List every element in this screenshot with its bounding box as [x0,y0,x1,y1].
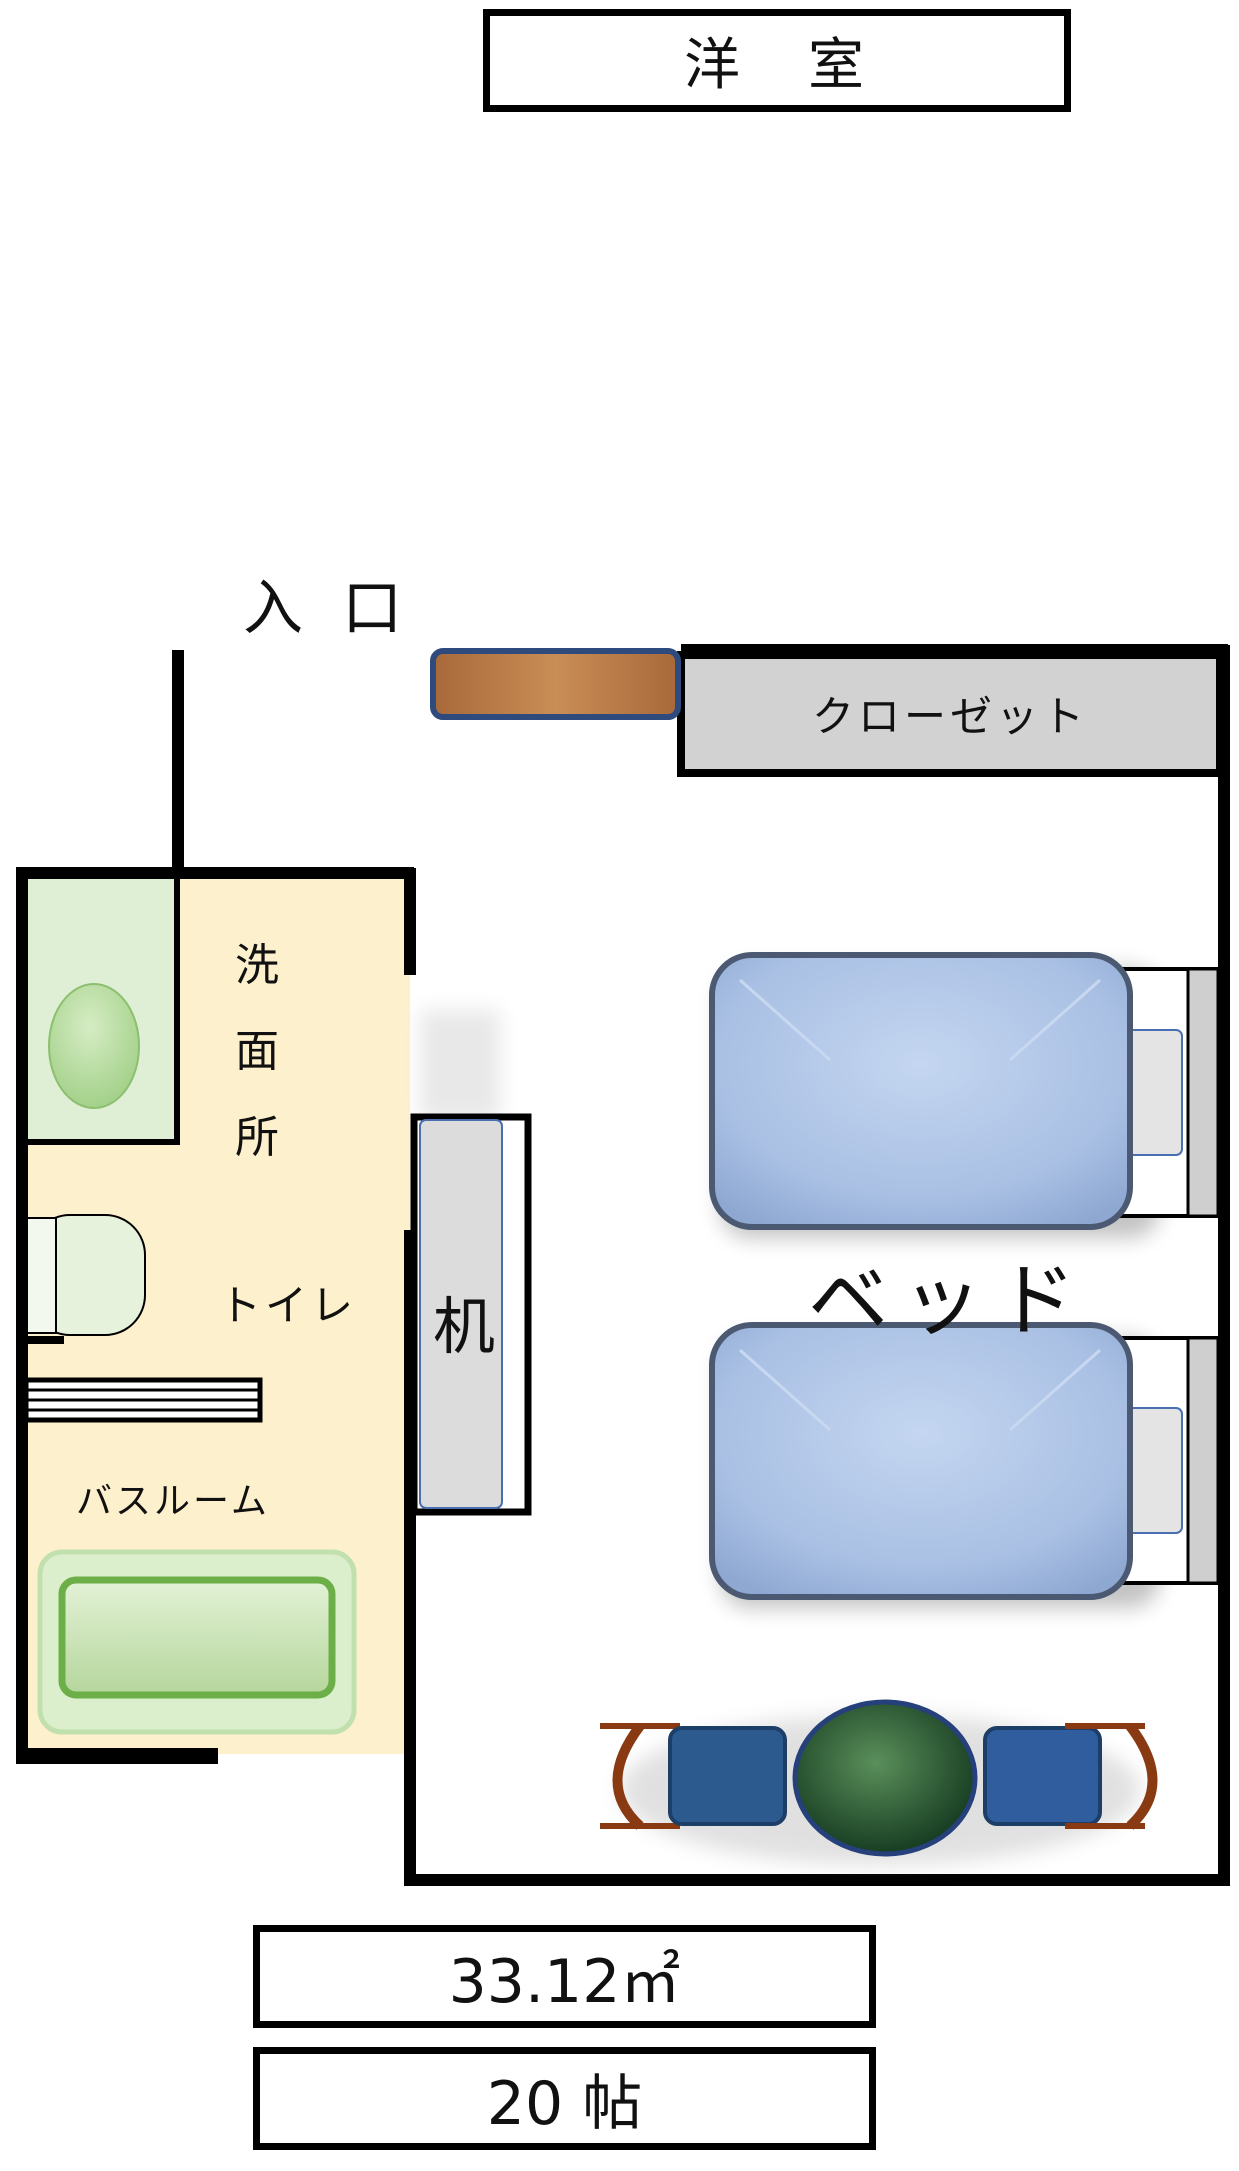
closet-area [677,651,1224,777]
bed-label: ベッド [808,1254,1090,1347]
bed-1 [709,952,1220,1238]
bathtub-inner [58,1576,336,1699]
area-sqm-box: 33.12㎡ [253,1925,876,2028]
bathroom-label: バスルーム [76,1481,270,1522]
sink-basin [48,983,140,1109]
washroom-label-3: 所 [235,1112,279,1163]
desk-shadow [420,1010,500,1120]
area-sqm: 33.12㎡ [448,1947,681,2017]
area-tatami-box: 20 帖 [253,2047,876,2150]
closet-label: クローゼット [812,692,1089,741]
washroom-label-2: 面 [235,1026,279,1077]
washroom-label-1: 洗 [235,940,279,991]
entrance-label: 入 口 [243,574,413,644]
toilet-fixture [25,1214,146,1336]
room-title-box: 洋 室 [483,9,1071,112]
area-tatami: 20 帖 [486,2069,643,2139]
toilet-label: トイレ [219,1281,358,1330]
room-title: 洋 室 [684,33,870,98]
desk-label: 机 [433,1290,496,1363]
table-set [600,1699,1158,1865]
bed-2 [709,1322,1220,1608]
desk-top [419,1119,503,1509]
shoe-shelf [430,648,681,720]
